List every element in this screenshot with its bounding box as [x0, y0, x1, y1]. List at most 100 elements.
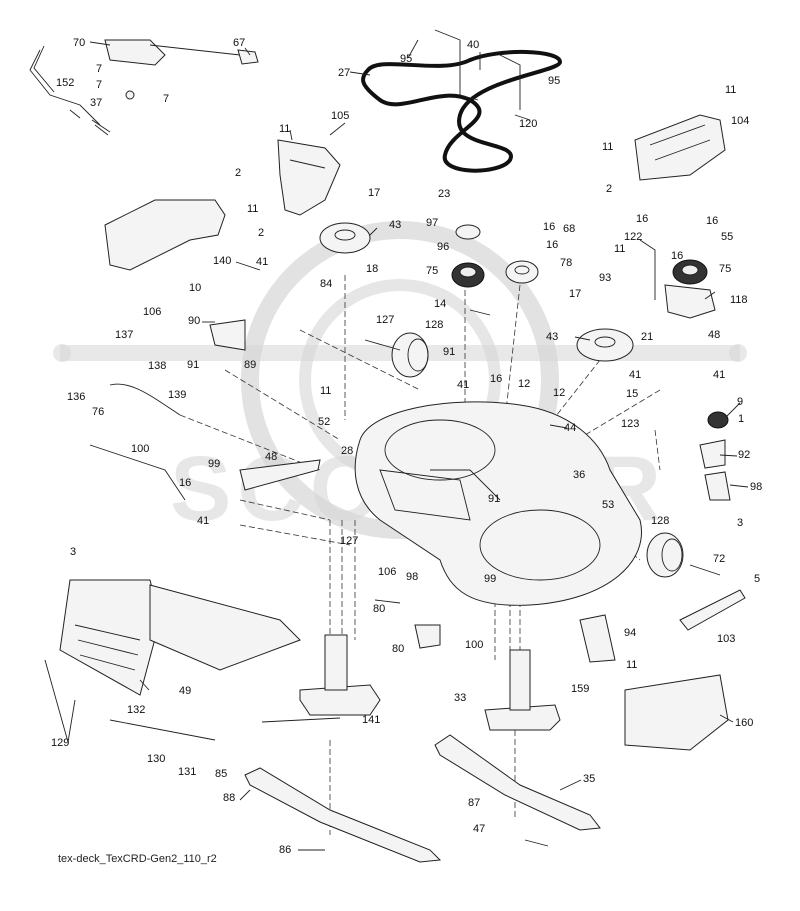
diagram-caption: tex-deck_TexCRD-Gen2_110_r2 — [58, 853, 217, 865]
lift-linkage — [29, 39, 259, 136]
part-label: 21 — [641, 331, 653, 343]
part-label: 94 — [624, 627, 636, 639]
part-label: 75 — [719, 263, 731, 275]
part-label: 99 — [208, 458, 220, 470]
part-label: 136 — [67, 391, 85, 403]
part-label: 70 — [73, 37, 85, 49]
part-label: 27 — [338, 67, 350, 79]
part-label: 36 — [573, 469, 585, 481]
part-label: 120 — [519, 118, 537, 130]
part-label: 23 — [438, 188, 450, 200]
part-label: 84 — [320, 278, 332, 290]
part-label: 41 — [256, 256, 268, 268]
part-label: 90 — [188, 315, 200, 327]
part-label: 41 — [713, 369, 725, 381]
part-label: 132 — [127, 704, 145, 716]
part-labels: 70 67 7 7 152 37 7 27 95 40 95 120 11 10… — [51, 37, 762, 856]
part-label: 130 — [147, 753, 165, 765]
gauge-wheels — [364, 332, 721, 578]
part-label: 75 — [426, 265, 438, 277]
part-label: 7 — [96, 79, 102, 91]
part-label: 131 — [178, 766, 196, 778]
part-label: 97 — [426, 217, 438, 229]
part-label: 41 — [197, 515, 209, 527]
part-label: 2 — [258, 227, 264, 239]
part-label: 128 — [425, 319, 443, 331]
part-label: 48 — [708, 329, 720, 341]
part-label: 93 — [599, 272, 611, 284]
part-label: 12 — [553, 387, 565, 399]
part-label: 99 — [484, 573, 496, 585]
belt-cover-right — [634, 114, 726, 181]
part-label: 127 — [340, 535, 358, 547]
part-label: 80 — [373, 603, 385, 615]
part-label: 14 — [434, 298, 446, 310]
part-label: 105 — [331, 110, 349, 122]
part-label: 139 — [168, 389, 186, 401]
part-label: 118 — [730, 294, 748, 306]
part-label: 2 — [235, 167, 241, 179]
part-label: 129 — [51, 737, 69, 749]
part-label: 98 — [406, 571, 418, 583]
part-label: 7 — [163, 93, 169, 105]
part-label: 98 — [750, 481, 762, 493]
part-label: 95 — [400, 53, 412, 65]
part-label: 15 — [626, 388, 638, 400]
rods-and-links — [89, 309, 746, 741]
mower-deck — [354, 401, 642, 606]
part-label: 9 — [737, 396, 743, 408]
part-label: 141 — [362, 714, 380, 726]
part-label: 100 — [131, 443, 149, 455]
part-label: 11 — [320, 385, 331, 397]
part-label: 41 — [629, 369, 641, 381]
part-label: 103 — [717, 633, 735, 645]
part-label: 3 — [70, 546, 76, 558]
part-label: 43 — [389, 219, 401, 231]
part-label: 44 — [564, 422, 576, 434]
part-label: 7 — [96, 63, 102, 75]
part-label: 106 — [378, 566, 396, 578]
part-label: 18 — [366, 263, 378, 275]
part-label: 86 — [279, 844, 291, 856]
leader-lines — [44, 39, 749, 851]
part-label: 17 — [368, 187, 380, 199]
part-label: 140 — [213, 255, 231, 267]
deflector-shield — [104, 199, 226, 271]
part-label: 49 — [179, 685, 191, 697]
part-label: 16 — [490, 373, 502, 385]
mower-blades — [244, 734, 601, 863]
part-label: 48 — [265, 451, 277, 463]
spindle-assemblies — [299, 634, 561, 731]
part-label: 53 — [602, 499, 614, 511]
part-label: 96 — [437, 241, 449, 253]
part-label: 28 — [341, 445, 353, 457]
part-label: 152 — [56, 77, 74, 89]
part-label: 52 — [318, 416, 330, 428]
part-label: 72 — [713, 553, 725, 565]
part-label: 100 — [465, 639, 483, 651]
rear-shield — [624, 674, 729, 751]
part-label: 85 — [215, 768, 227, 780]
part-label: 16 — [706, 215, 718, 227]
part-label: 91 — [443, 346, 455, 358]
part-label: 10 — [189, 282, 201, 294]
part-label: 137 — [115, 329, 133, 341]
part-label: 91 — [187, 359, 199, 371]
part-label: 91 — [488, 493, 500, 505]
part-label: 95 — [548, 75, 560, 87]
part-label: 47 — [473, 823, 485, 835]
part-label: 1 — [738, 413, 744, 425]
part-label: 17 — [569, 288, 581, 300]
part-label: 2 — [606, 183, 612, 195]
part-label: 123 — [621, 418, 639, 430]
part-label: 160 — [735, 717, 753, 729]
part-label: 16 — [546, 239, 558, 251]
part-label: 128 — [651, 515, 669, 527]
pulleys — [319, 222, 729, 429]
part-label: 11 — [725, 84, 736, 96]
part-label: 92 — [738, 449, 750, 461]
part-label: 40 — [467, 39, 479, 51]
part-label: 12 — [518, 378, 530, 390]
part-label: 89 — [244, 359, 256, 371]
